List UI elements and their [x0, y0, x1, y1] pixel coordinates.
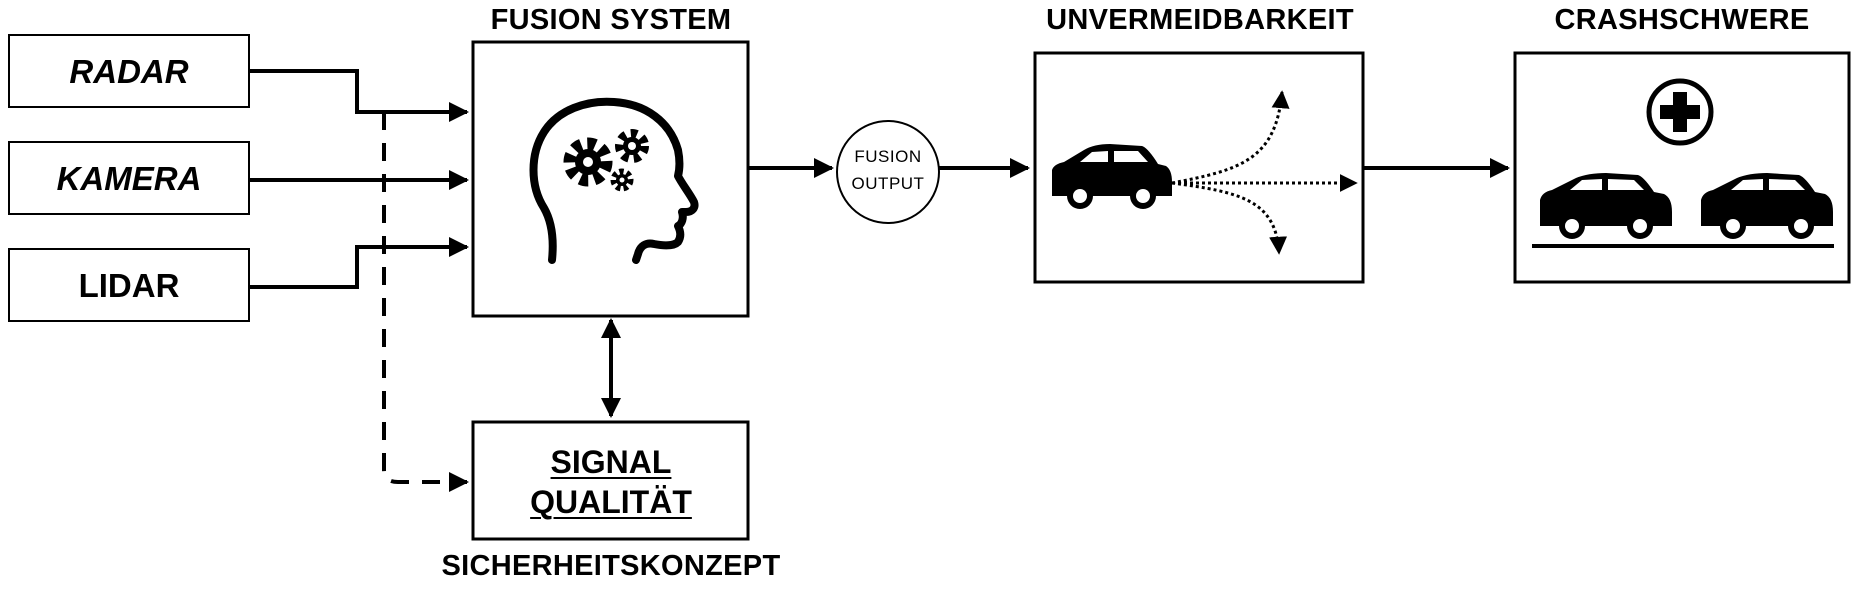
medical-cross-icon [1646, 78, 1714, 146]
fusion-system-title: FUSION SYSTEM [490, 4, 732, 36]
unavoidability-title: UNVERMEIDBARKEIT [1046, 4, 1354, 36]
lidar-connector [249, 237, 469, 289]
fusion-output-line1: FUSION [854, 147, 922, 166]
fusion-output-circle [836, 120, 940, 224]
radar-label: RADAR [69, 53, 189, 90]
crash-cars-icon [1532, 173, 1834, 248]
lidar-label: LIDAR [78, 267, 180, 304]
head-gears-icon [529, 97, 699, 264]
radar-connector [249, 69, 469, 122]
crash-severity-title: CRASHSCHWERE [1554, 4, 1810, 36]
lidar-box [8, 248, 250, 322]
signal-line1: SIGNAL [550, 444, 672, 480]
fusion-system-box [471, 40, 750, 318]
signal-line2: QUALITÄT [530, 484, 692, 520]
kamera-box [8, 141, 250, 215]
fusion-output-line2: OUTPUT [851, 174, 925, 193]
signal-quality-box [471, 420, 750, 541]
dashed-signal-connector [382, 112, 469, 492]
safety-concept-caption: SICHERHEITSKONZEPT [441, 550, 781, 582]
radar-box [8, 34, 250, 108]
kamera-label: KAMERA [56, 160, 202, 197]
car-trajectories-icon [1052, 90, 1358, 255]
